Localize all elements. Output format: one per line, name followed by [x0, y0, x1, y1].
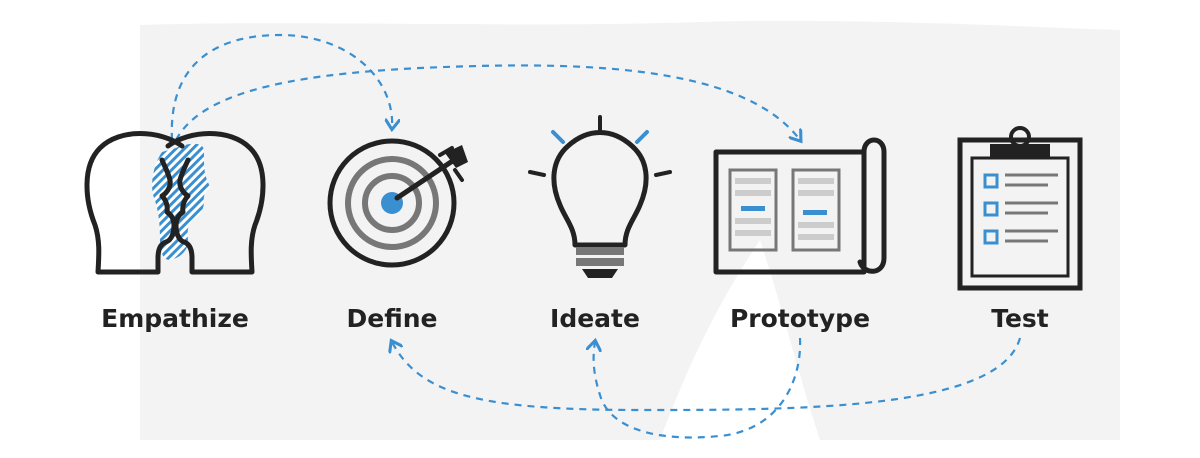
two-heads-icon: [84, 131, 266, 275]
arrow-prototype-to-ideate: [594, 338, 802, 439]
stage-label-prototype: Prototype: [729, 304, 871, 333]
stage-label-define: Define: [346, 304, 438, 333]
clipboard-icon: [957, 126, 1083, 291]
target-icon: [327, 138, 468, 268]
blueprint-icon: [713, 137, 887, 275]
lightbulb-icon: [528, 115, 672, 278]
arrow-empathize-to-define: [170, 33, 392, 141]
stage-label-empathize: Empathize: [101, 304, 249, 333]
arrow-test-to-define: [392, 337, 1022, 412]
stage-label-ideate: Ideate: [550, 304, 640, 333]
stage-label-test: Test: [991, 304, 1049, 333]
connection-arrows: [170, 33, 1022, 439]
